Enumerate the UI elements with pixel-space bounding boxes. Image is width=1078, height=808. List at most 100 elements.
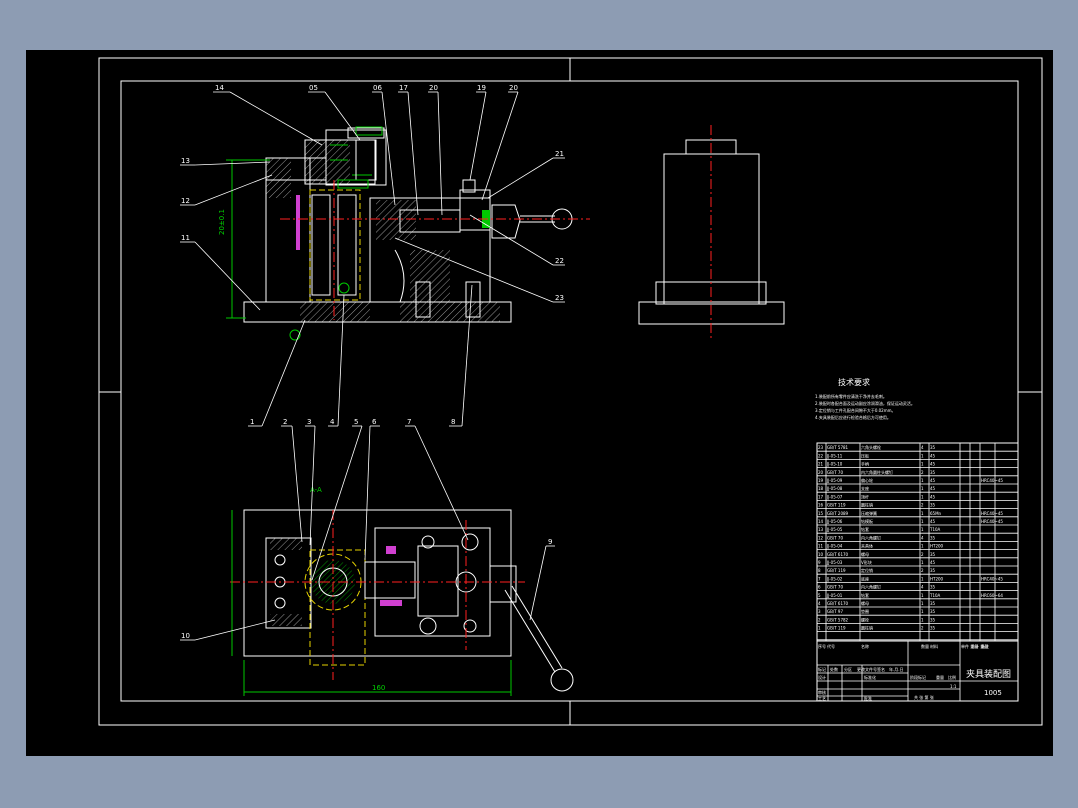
tech-req-line-2: 2.装配时各配合面及运动副应涂润滑油，保证运动灵活。 (815, 400, 915, 406)
balloon-12: 12 (181, 197, 190, 205)
bom-cell-mat: 35 (930, 470, 936, 475)
bom-cell-code: GB/T 70 (827, 585, 843, 590)
balloon-2: 2 (283, 418, 287, 426)
bom-header-cell: 备注 (981, 643, 989, 649)
bom-cell-code: GB/T 97 (827, 609, 843, 614)
bom-cell-name: 圆柱销 (861, 625, 873, 631)
tb-zone: 分区 (844, 666, 852, 672)
bom-cell-qty: 1 (921, 511, 924, 516)
bom-cell-qty: 2 (921, 626, 924, 631)
top-view: 160 A-A (230, 486, 574, 696)
bom-header-cell: 总计 重量 (971, 643, 988, 649)
bom-cell-qty: 1 (921, 576, 924, 581)
bom-header-cell: 代号 (827, 643, 835, 649)
bom-header-cell: 材料 (930, 643, 938, 649)
bom-cell-no: 15 (818, 511, 824, 516)
tb-change: 更改文件号 (857, 666, 877, 672)
tb-mark: 标记 (818, 666, 826, 672)
tb-weight: 重量 (936, 674, 944, 680)
bom-cell-code: JJ-05-05 (826, 527, 843, 532)
technical-requirements: 技术要求 1.装配前所有零件应清洗干净并去毛刺。 2.装配时各配合面及运动副应涂… (815, 377, 915, 420)
balloons-top: 14 05 06 17 20 19 20 21 22 23 13 12 11 (181, 84, 564, 302)
bom-cell-name: 钻套 (861, 592, 869, 598)
svg-text:A-A: A-A (310, 486, 322, 494)
bom-cell-name: 圆柱销 (861, 502, 873, 508)
bom-cell-qty: 1 (921, 544, 924, 549)
drawing-code: 1005 (984, 689, 1002, 697)
balloon-20b: 20 (509, 84, 518, 92)
balloon-19: 19 (477, 84, 486, 92)
bom-cell-code: JJ-05-02 (826, 576, 843, 581)
bom-cell-code: GB/T 70 (827, 470, 843, 475)
bom-cell-qty: 4 (921, 585, 924, 590)
bom-cell-no: 11 (818, 544, 824, 549)
balloon-13: 13 (181, 157, 190, 165)
bom-cell-qty: 2 (921, 568, 924, 573)
balloon-4: 4 (330, 418, 335, 426)
bom-cell-name: 螺母 (861, 600, 869, 606)
bom-cell-qty: 1 (921, 593, 924, 598)
bom-cell-name: 压板 (861, 452, 869, 458)
bom-cell-no: 10 (818, 552, 824, 557)
bom-cell-qty: 1 (921, 519, 924, 524)
bom-cell-qty: 2 (921, 503, 924, 508)
tech-req-line-3: 3.定位销与工件孔配合间隙不大于0.02mm。 (815, 407, 896, 413)
balloon-8: 8 (451, 418, 455, 426)
bom-cell-code: GB/T 119 (827, 568, 846, 573)
drawing-frame (98, 57, 1043, 726)
bom-cell-name: 内六角螺钉 (861, 534, 881, 540)
svg-text:20±0.1: 20±0.1 (218, 209, 226, 235)
bom-cell-name: 定位销 (861, 567, 873, 573)
tb-standard: 标准化 (864, 674, 876, 680)
bom-cell-note: HRC40~45 (981, 511, 1003, 516)
bom-cell-code: JJ-05-03 (826, 560, 843, 565)
cad-viewport[interactable] (26, 50, 1053, 756)
bom-cell-code: GB/T 5782 (827, 617, 849, 622)
bom-cell-name: 内六角圆柱头螺钉 (861, 469, 893, 475)
bom-cell-mat: 35 (930, 535, 936, 540)
bom-cell-mat: 35 (930, 617, 936, 622)
balloon-3: 3 (307, 418, 311, 426)
bom-cell-no: 6 (818, 585, 821, 590)
bom-cell-name: 偏心轮 (861, 477, 873, 483)
bom-cell-note: HRC40~45 (981, 519, 1003, 524)
bom-cell-name: 螺栓 (861, 616, 869, 622)
bom-cell-code: JJ-05-04 (826, 544, 843, 549)
front-section-view: 20±0.1 (218, 126, 590, 341)
drawing-name: 夹具装配图 (966, 668, 1011, 680)
tb-design: 设计 (818, 674, 826, 680)
bom-cell-mat: 65Mn (930, 511, 942, 516)
tb-sign: 签名 (877, 666, 885, 672)
bom-cell-code: JJ-05-01 (826, 593, 843, 598)
balloon-06: 06 (373, 84, 382, 92)
balloons-bottom: 1 2 3 4 5 6 7 8 9 10 (181, 418, 552, 640)
bom-cell-no: 22 (818, 453, 824, 458)
balloon-10: 10 (181, 632, 190, 640)
bom-cell-mat: T10A (929, 527, 941, 532)
bom-cell-qty: 4 (921, 535, 924, 540)
tb-stage: 阶段标记 (910, 674, 926, 680)
bom-cell-qty: 1 (921, 617, 924, 622)
bom-cell-qty: 1 (921, 601, 924, 606)
bom-header-cell: 序号 (818, 643, 826, 649)
bom-cell-qty: 2 (921, 470, 924, 475)
tech-req-line-4: 4.夹具装配后应进行检验合格后方可使用。 (815, 414, 891, 420)
bom-cell-qty: 1 (921, 609, 924, 614)
balloon-22: 22 (555, 257, 564, 265)
bom-cell-code: GB/T 2089 (827, 511, 849, 516)
bom-cell-name: 螺母 (861, 551, 869, 557)
bom-cell-mat: 35 (930, 503, 936, 508)
bom-cell-name: 压缩弹簧 (861, 510, 877, 516)
bom-cell-no: 1 (818, 626, 821, 631)
bom-cell-mat: 45 (930, 462, 936, 467)
bom-cell-no: 13 (818, 527, 824, 532)
balloon-23: 23 (555, 294, 564, 302)
tb-sheets: 共 张 第 张 (914, 694, 934, 700)
tb-check: 审核 (818, 689, 826, 695)
bom-cell-mat: 45 (930, 486, 936, 491)
title-block: 标记 处数 分区 更改文件号 签名 年.月.日 设计 标准化 审核 工艺 批准 … (816, 640, 1019, 702)
bom-cell-mat: HT200 (930, 576, 944, 581)
balloon-7: 7 (407, 418, 411, 426)
